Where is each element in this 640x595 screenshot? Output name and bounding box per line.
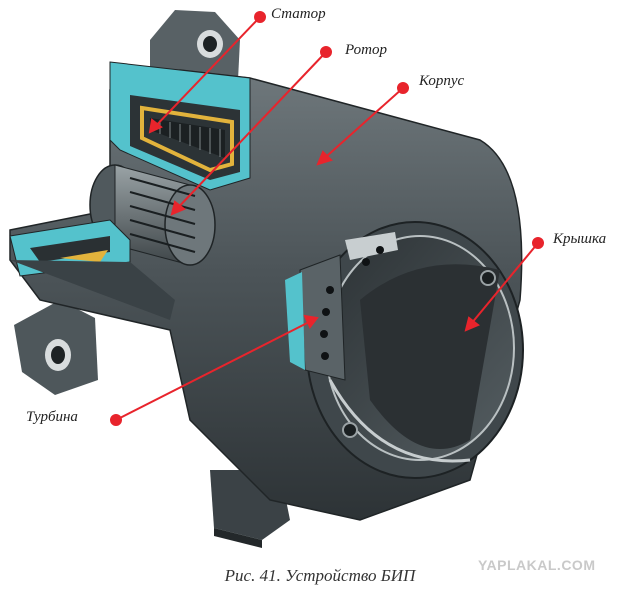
leader-rotor [170,46,332,216]
label-rotor: Ротор [345,42,387,58]
label-stator: Статор [271,6,326,22]
leader-kryshka [464,237,544,332]
leader-lines [110,11,544,426]
mounting-lug-left [14,300,98,395]
leader-korpus [316,82,409,166]
leader-turbina [110,314,319,426]
watermark: YAPLAKAL.COM [478,557,596,573]
label-housing: Корпус [419,73,465,89]
stator-section [109,61,251,191]
label-turbine: Турбина [26,409,78,425]
leader-stator [148,11,266,134]
figure-caption: Рис. 41. Устройство БИП [224,566,416,585]
turbine-wheel [285,232,398,381]
cover-end [306,221,524,479]
label-cover: Крышка [553,231,607,247]
lower-flange-section [9,219,175,320]
